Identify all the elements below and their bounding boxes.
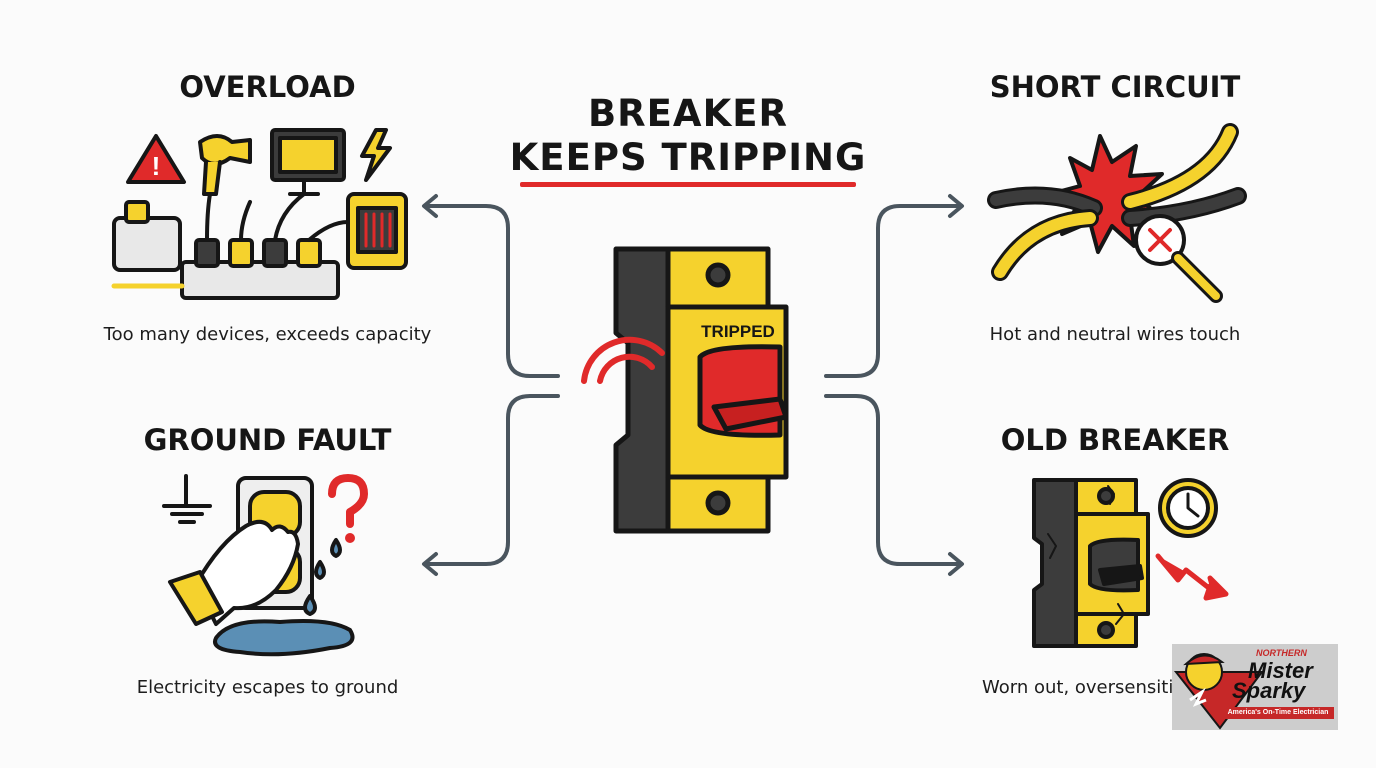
svg-text:!: ! <box>152 151 161 181</box>
hand-icon <box>194 519 300 626</box>
short-circuit-caption: Hot and neutral wires touch <box>989 324 1241 345</box>
short-circuit-illustration <box>987 123 1247 303</box>
ground-symbol-icon <box>162 474 212 524</box>
tripped-label: TRIPPED <box>701 322 775 341</box>
arrow-to-short-circuit <box>824 204 960 378</box>
water-puddle <box>213 619 355 657</box>
short-circuit-heading: SHORT CIRCUIT <box>989 70 1241 104</box>
overload-illustration: ! <box>111 128 408 300</box>
warning-triangle-icon <box>126 134 186 184</box>
arrow-to-ground-fault <box>426 394 560 566</box>
old-breaker-illustration <box>1032 478 1229 648</box>
ground-fault-heading: GROUND FAULT <box>143 423 392 457</box>
down-trend-arrow-icon <box>1155 553 1229 601</box>
yellow-wire-right <box>1121 123 1239 211</box>
title-line-2: KEEPS TRIPPING <box>509 136 867 179</box>
arrow-to-old-breaker <box>824 394 960 566</box>
overload-caption: Too many devices, exceeds capacity <box>103 324 432 345</box>
toaster-icon <box>112 216 182 272</box>
lightning-icon <box>360 128 392 182</box>
arrow-to-overload <box>426 204 560 378</box>
sleeve <box>168 570 224 626</box>
ground-fault-illustration <box>162 474 368 657</box>
ground-fault-caption: Electricity escapes to ground <box>136 677 399 698</box>
power-strip-icon <box>180 260 340 300</box>
mister-sparky-logo: NORTHERN Mister Sparky America's On-Time… <box>1172 644 1338 730</box>
title-underline <box>520 182 856 187</box>
tripped-breaker-icon: TRIPPED <box>581 246 789 534</box>
overload-heading: OVERLOAD <box>179 70 356 104</box>
title-line-1: BREAKER <box>587 92 789 135</box>
question-mark-icon <box>328 474 368 528</box>
old-breaker-caption: Worn out, oversensitive <box>982 677 1196 698</box>
old-breaker-heading: OLD BREAKER <box>1000 423 1230 457</box>
